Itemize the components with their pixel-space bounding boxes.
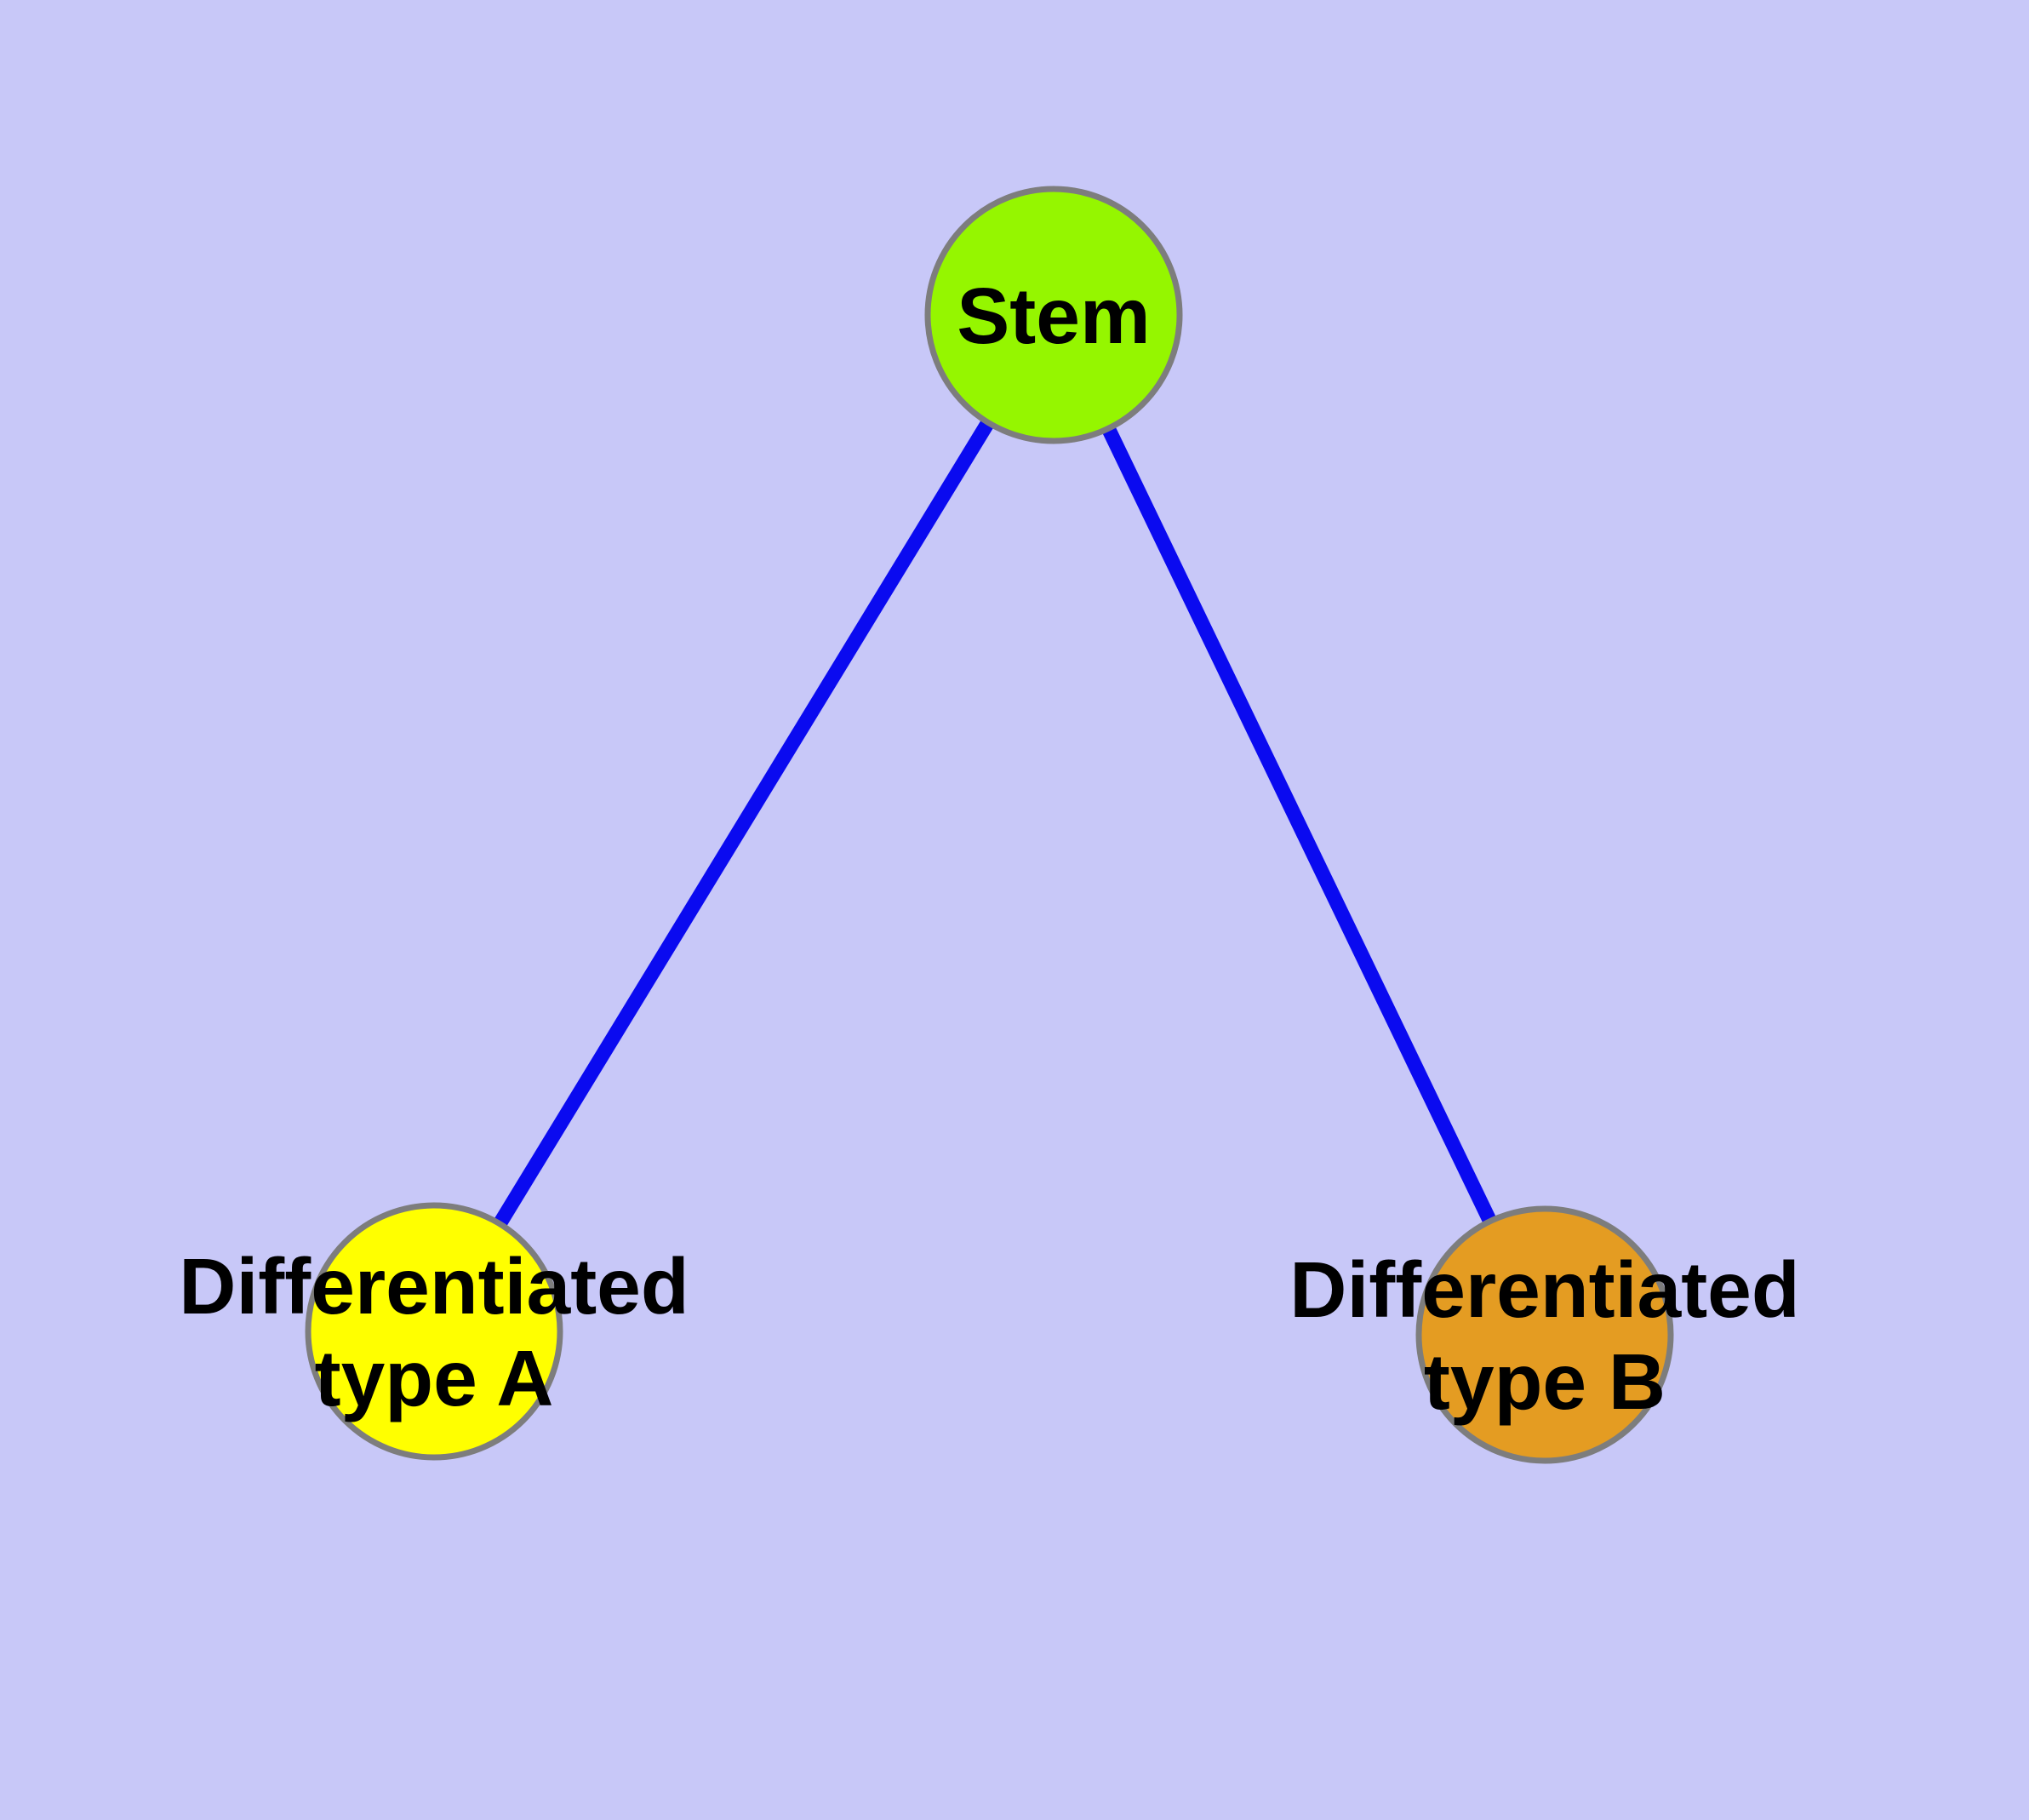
edges-layer bbox=[427, 311, 1552, 1338]
node-type-a-label-line-0: Differentiated bbox=[179, 1242, 689, 1331]
node-type-a-label-line-1: type A bbox=[315, 1334, 554, 1422]
node-stem-label-line-0: Stem bbox=[957, 272, 1150, 360]
node-type-b-circle bbox=[1415, 1205, 1674, 1464]
node-stem-circle bbox=[924, 186, 1183, 444]
node-stem-label: Stem bbox=[957, 272, 1150, 360]
node-type-b-label-line-1: type B bbox=[1424, 1337, 1666, 1426]
node-type-b-label-line-0: Differentiated bbox=[1289, 1245, 1799, 1334]
nodes-layer bbox=[305, 186, 1674, 1464]
edge-stem-to-type-b bbox=[1047, 312, 1552, 1338]
node-type-a-circle bbox=[305, 1202, 563, 1461]
edge-stem-to-type-a bbox=[427, 311, 1060, 1336]
